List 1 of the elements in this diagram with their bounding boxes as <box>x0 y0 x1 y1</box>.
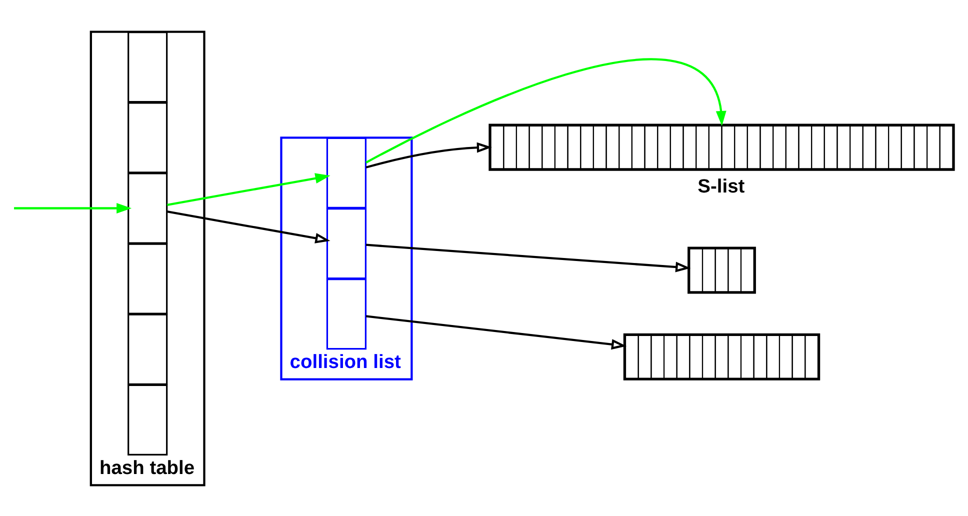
node-label: S-list <box>698 176 745 198</box>
